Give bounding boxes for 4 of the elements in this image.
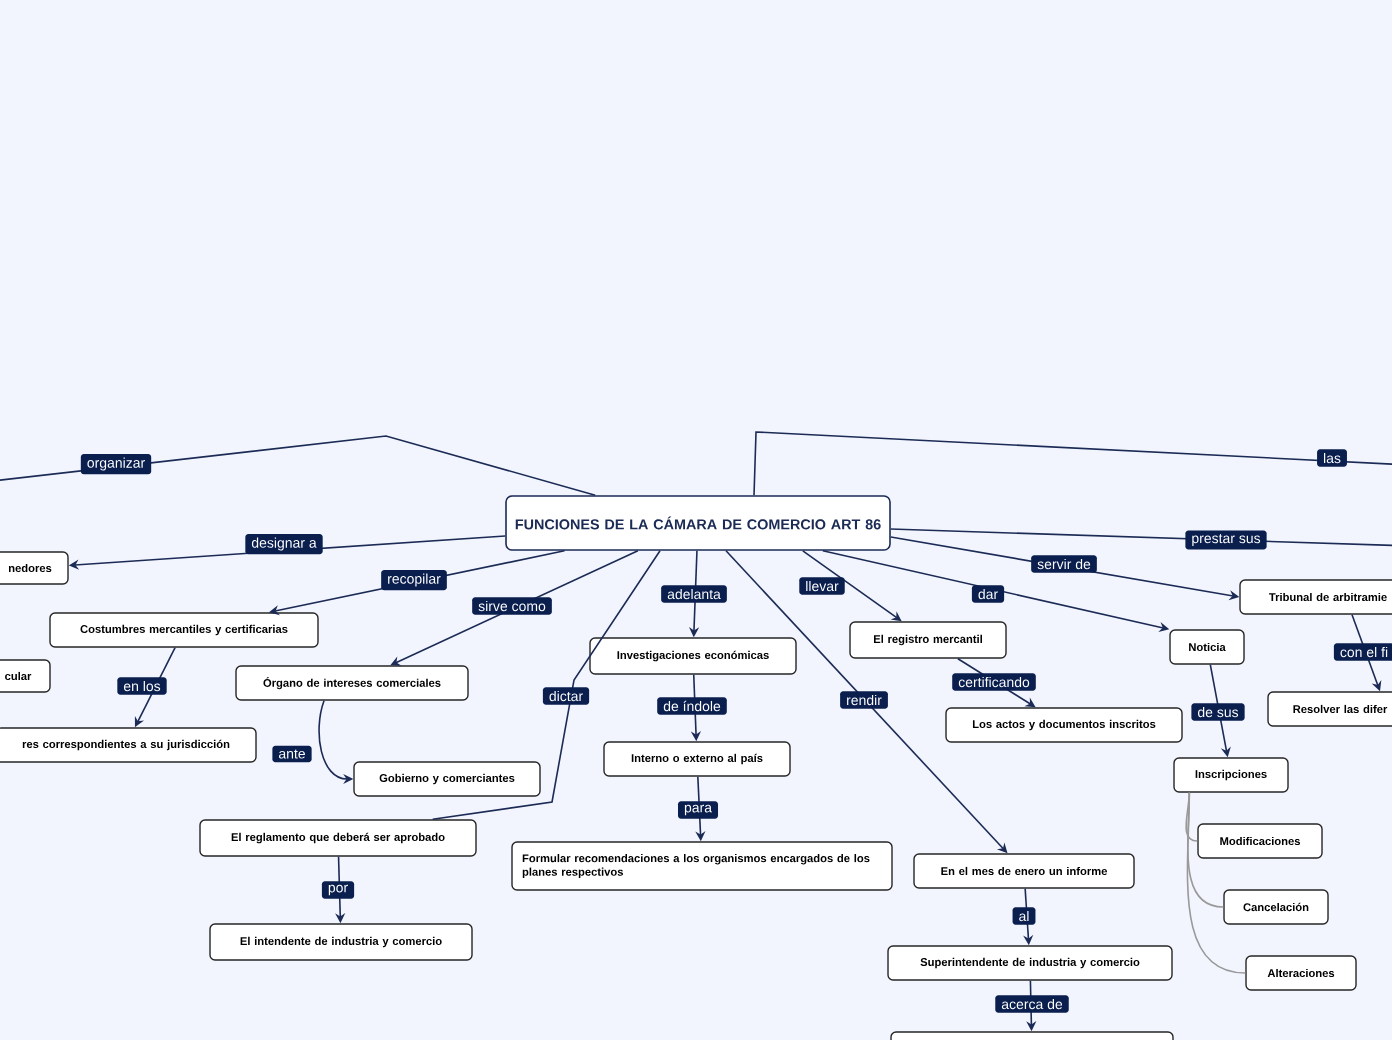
connector-line xyxy=(1186,791,1247,974)
arrow xyxy=(802,550,902,622)
connector-line xyxy=(753,431,1392,496)
topic-box xyxy=(890,1031,1174,1040)
